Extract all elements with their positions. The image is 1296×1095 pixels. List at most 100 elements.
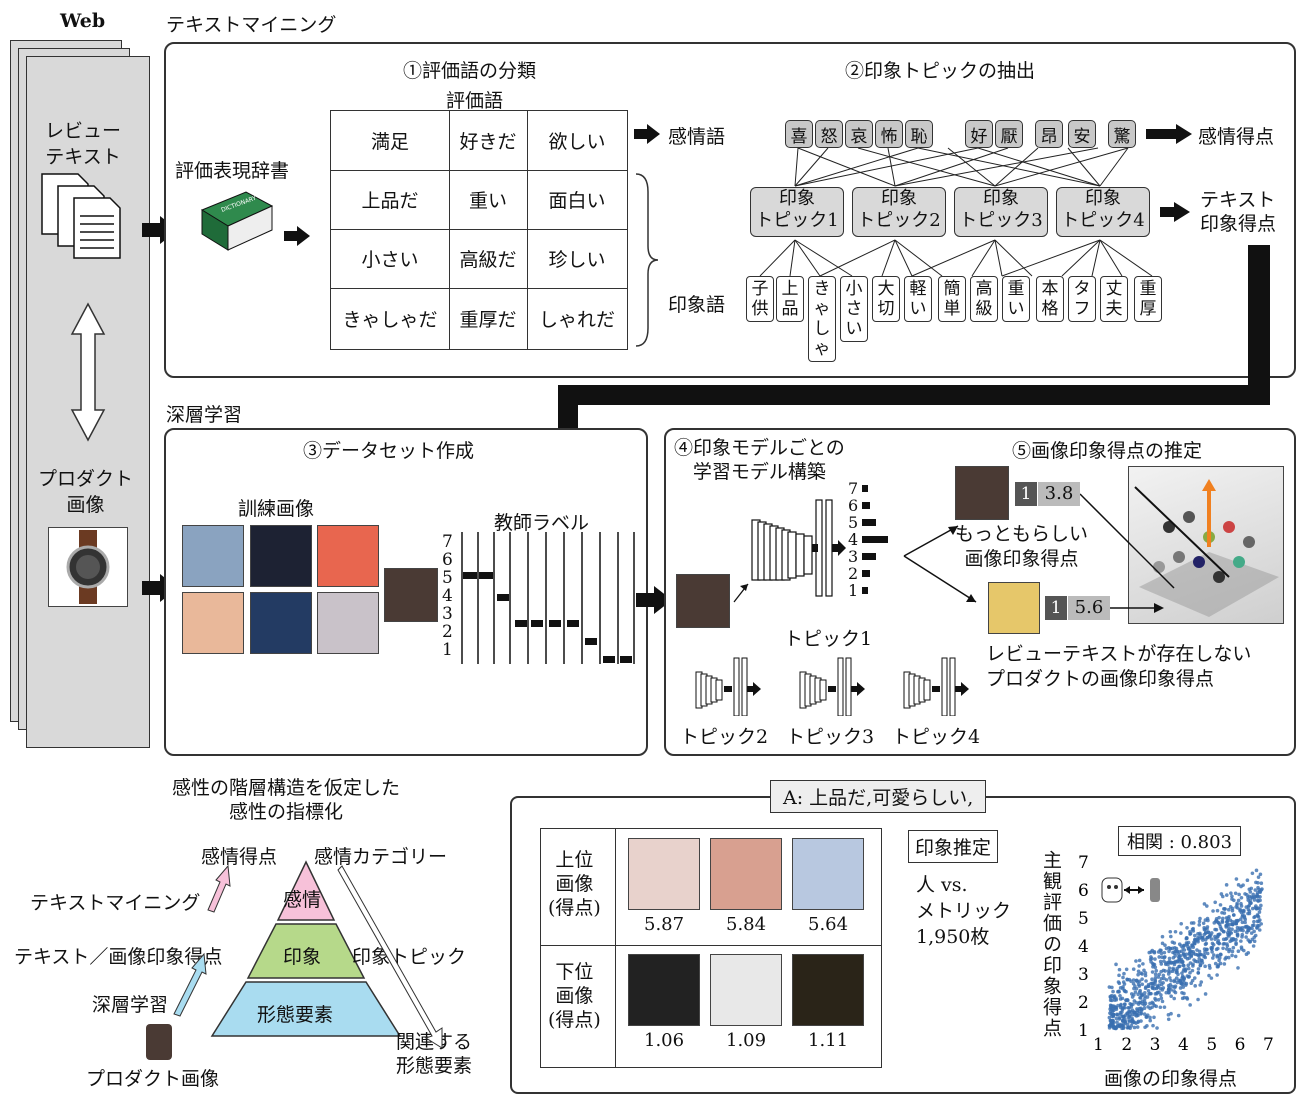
- scatter-point: [1215, 936, 1219, 940]
- scatter-point: [1230, 927, 1234, 931]
- impression-topic-box: 印象 トピック1: [750, 187, 844, 237]
- scatter-point: [1127, 1025, 1131, 1029]
- cnn-topic4-icon: [902, 656, 982, 716]
- scatter-point: [1202, 922, 1206, 926]
- scatter-point: [1219, 952, 1223, 956]
- arrow-to-table-icon: [284, 226, 310, 246]
- emotion-box: 好: [965, 120, 993, 148]
- scatter-point: [1196, 971, 1200, 975]
- scatter-point: [1136, 973, 1140, 977]
- pyramid-watch-image: [146, 1024, 172, 1060]
- x-tick-label: 1: [1093, 1035, 1104, 1055]
- topic1-label: トピック1: [784, 624, 872, 651]
- scatter-point: [1217, 916, 1221, 920]
- scatter-point: [1214, 962, 1218, 966]
- x-tick-label: 6: [1235, 1035, 1246, 1055]
- deep-learning-label: 深層学習: [166, 400, 242, 427]
- scatter-point: [1154, 969, 1158, 973]
- scatter-point: [1249, 887, 1253, 891]
- bottom-watch-image: [710, 954, 782, 1026]
- pred1-watch-image: [955, 466, 1009, 520]
- scatter-point: [1135, 1014, 1139, 1018]
- product-image-label: プロダクト 画像: [38, 466, 133, 518]
- scatter-point: [1157, 955, 1161, 959]
- scatter-point: [1190, 921, 1194, 925]
- scatter-point: [1172, 997, 1176, 1001]
- scatter-point: [1197, 923, 1201, 927]
- scatter-point: [1225, 924, 1229, 928]
- web-label: Web: [60, 10, 105, 32]
- scatter-point: [1132, 1011, 1136, 1015]
- train-image: [250, 592, 312, 654]
- scatter-point: [1187, 975, 1191, 979]
- scatter-point: [1139, 1019, 1143, 1023]
- scatter-point: [1235, 877, 1239, 881]
- scatter-point: [1153, 979, 1157, 983]
- scatter-point: [1245, 931, 1249, 935]
- scatter-point: [1258, 890, 1262, 894]
- scatter-point: [1231, 950, 1235, 954]
- scatter-point: [1238, 926, 1242, 930]
- scatter-point: [1115, 1017, 1119, 1021]
- scatter-point: [1198, 932, 1202, 936]
- scatter-point: [1147, 992, 1151, 996]
- scatter-point: [1251, 907, 1255, 911]
- table-cell: 面白い: [527, 170, 627, 229]
- scatter-point: [1255, 907, 1259, 911]
- emotion-box: 安: [1068, 120, 1096, 148]
- scatter-point: [1207, 930, 1211, 934]
- arrow-emotion-score-icon: [1146, 124, 1192, 144]
- model-output-ticks: 7 6 5 4 3 2 1: [848, 480, 862, 599]
- scatter-point: [1164, 963, 1168, 967]
- scatter-point: [1220, 911, 1224, 915]
- scatter-point: [1163, 1005, 1167, 1009]
- scatter-point: [1147, 983, 1151, 987]
- table-cell: 高級だ: [449, 229, 527, 288]
- scatter-point: [1144, 979, 1148, 983]
- scatter-point: [1259, 904, 1263, 908]
- scatter-point: [1249, 901, 1253, 905]
- scatter-point: [1146, 1005, 1150, 1009]
- input-watch-image: [676, 574, 730, 628]
- x-tick-label: 2: [1121, 1035, 1132, 1055]
- y-tick-label: 3: [1078, 965, 1089, 985]
- scatter-point: [1163, 955, 1167, 959]
- top-watch-image: [792, 838, 864, 910]
- scatter-point: [1219, 962, 1223, 966]
- scatter-point: [1126, 998, 1130, 1002]
- scatter-point: [1181, 946, 1185, 950]
- impression-topic-box: 印象 トピック4: [1056, 187, 1150, 237]
- scatter-point: [1239, 939, 1243, 943]
- scatter-point: [1169, 935, 1173, 939]
- scatter-point: [1237, 893, 1241, 897]
- cnn-topic2-icon: [694, 656, 774, 716]
- scatter-point: [1132, 967, 1136, 971]
- dictionary-book-icon: DICTIONARY: [196, 188, 276, 252]
- step3-title: ③データセット作成: [303, 436, 474, 463]
- cnn-topic3-icon: [798, 656, 878, 716]
- scatter-point: [1150, 949, 1154, 953]
- scatter-point: [1147, 989, 1151, 993]
- scatter-point: [1210, 947, 1214, 951]
- scatter-point: [1218, 932, 1222, 936]
- scatter-point: [1191, 964, 1195, 968]
- scatter-point: [1167, 969, 1171, 973]
- scatter-point: [1221, 946, 1225, 950]
- scatter-point: [1154, 1005, 1158, 1009]
- scatter-point: [1216, 909, 1220, 913]
- y-tick-label: 4: [1078, 937, 1089, 957]
- scatter-point: [1250, 895, 1254, 899]
- scatter-point: [1156, 986, 1160, 990]
- scatter-point: [1236, 934, 1240, 938]
- scatter-point: [1132, 982, 1136, 986]
- scatter-point: [1114, 963, 1118, 967]
- top-watch-image: [628, 838, 700, 910]
- scatter-point: [1193, 976, 1197, 980]
- scatter-point: [1161, 935, 1165, 939]
- scatter-point: [1136, 993, 1140, 997]
- scatter-point: [1118, 982, 1122, 986]
- scatter-point: [1204, 942, 1208, 946]
- scatter-point: [1211, 909, 1215, 913]
- scatter-point: [1185, 982, 1189, 986]
- scatter-point: [1240, 947, 1244, 951]
